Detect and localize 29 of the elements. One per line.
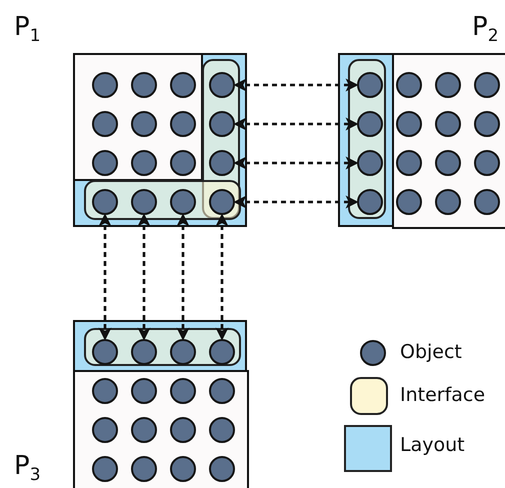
object-circle (357, 111, 383, 137)
processor-label: P$_{1}$ (14, 14, 41, 46)
object-circle (209, 150, 235, 176)
double-arrow (233, 156, 359, 170)
double-arrow (138, 213, 150, 341)
object-circle (170, 189, 196, 215)
object-circle (131, 189, 157, 215)
object-circle (357, 189, 383, 215)
object-circle (209, 72, 235, 98)
object-circle (209, 189, 235, 215)
processor-label: P$_{3}$ (14, 453, 41, 484)
object-circle (170, 339, 196, 365)
object-circle (92, 189, 118, 215)
double-arrow (216, 213, 228, 341)
processor-label: P$_{2}$ (472, 14, 499, 46)
legend-label: Object (400, 341, 462, 363)
double-arrow (176, 213, 190, 341)
object-circle (92, 339, 118, 365)
double-arrow (233, 118, 359, 130)
object-circle (209, 111, 235, 137)
object-circle (357, 72, 383, 98)
double-arrow (98, 213, 112, 341)
legend-label: Layout (400, 434, 465, 456)
object-circle (357, 150, 383, 176)
double-arrow (233, 196, 359, 208)
object-circle (131, 339, 157, 365)
double-arrow (233, 78, 359, 92)
object-circle (209, 339, 235, 365)
legend-label: Interface (400, 384, 486, 406)
